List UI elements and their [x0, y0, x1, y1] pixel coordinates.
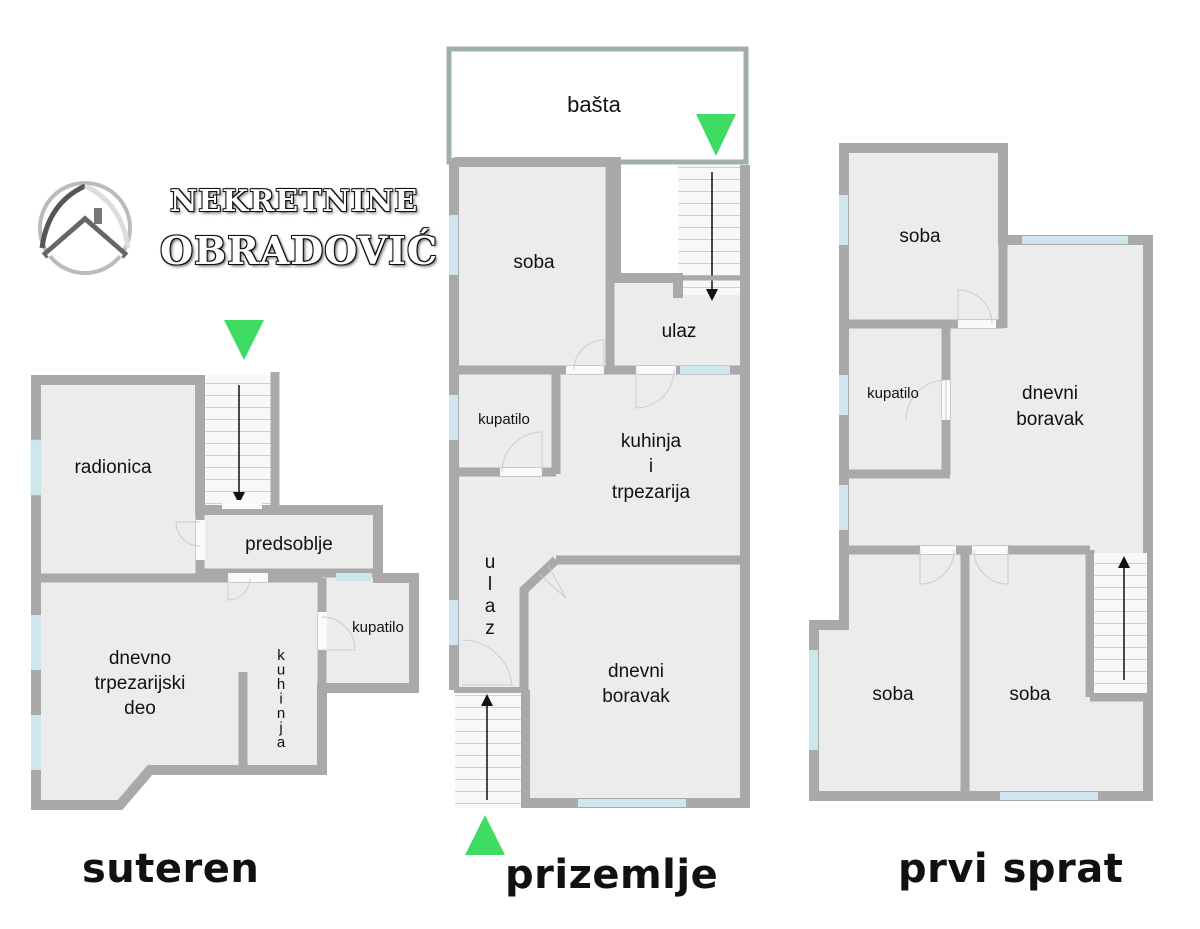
window-icon [839, 375, 848, 415]
room-label-soba: soba [513, 252, 555, 273]
entrance-arrow-icon [465, 815, 505, 855]
door-swing-icon [175, 521, 201, 547]
room-label-kupatilo: kupatilo [352, 619, 404, 636]
room-label-radionica: radionica [74, 457, 152, 478]
room-label-boravak: boravak [602, 686, 670, 707]
entrance-arrow-icon [696, 114, 736, 156]
window-icon [1000, 792, 1098, 800]
room-label-ulaz: ulaz [662, 321, 697, 342]
logo-line2: OBRADOVIĆ [160, 228, 439, 273]
room-label-soba-left: soba [872, 684, 914, 705]
room-label-soba-top: soba [899, 226, 941, 247]
stairs-icon [1094, 553, 1147, 693]
window-icon [809, 650, 818, 750]
window-icon [336, 573, 372, 581]
room-label-dnevni: dnevni [608, 661, 664, 682]
door-swing-icon [919, 549, 955, 585]
window-icon [449, 600, 458, 645]
room-label-kuhinja: kuhinja [621, 431, 682, 452]
room-label-soba-right: soba [1009, 684, 1051, 705]
room-label-deo: deo [124, 698, 156, 719]
window-icon [578, 799, 686, 807]
floor-label-prvi-sprat: prvi sprat [898, 846, 1124, 892]
door-swing-icon [501, 431, 543, 473]
window-icon [449, 395, 458, 440]
door-swing-icon [321, 616, 356, 651]
prizemlje-plan: bašta soba ulaz kupatilo kuhinja i trpez… [446, 46, 750, 808]
door-swing-icon [635, 369, 675, 409]
window-icon [839, 485, 848, 530]
room-label-dnevni: dnevni [1022, 383, 1078, 404]
garden-area [446, 46, 749, 165]
door-swing-icon [461, 639, 513, 686]
door-swing-icon [905, 379, 947, 421]
room-label-trpezarija: trpezarija [612, 482, 691, 503]
room-label-basta: bašta [567, 92, 622, 117]
logo-line1: NEKRETNINE [170, 184, 419, 219]
room-label-i: i [649, 456, 653, 477]
window-icon [449, 215, 458, 275]
stairs-icon [455, 693, 521, 808]
floor-label-suteren: suteren [82, 846, 260, 892]
room-label-boravak: boravak [1016, 409, 1084, 430]
door-swing-icon [539, 564, 567, 599]
window-icon [31, 715, 41, 770]
stairs-icon [205, 375, 275, 505]
room-label-kupatilo: kupatilo [867, 385, 919, 402]
door-swing-icon [957, 289, 993, 325]
prvi-sprat-plan: soba kupatilo dnevni boravak soba soba [809, 143, 1153, 801]
window-icon [1022, 236, 1128, 244]
house-roof-emblem-icon [38, 181, 132, 275]
room-label-dnevno: dnevno [109, 648, 171, 669]
room-label-kupatilo: kupatilo [478, 411, 530, 428]
window-icon [31, 615, 41, 670]
window-icon [30, 439, 42, 496]
door-swing-icon [973, 549, 1009, 585]
window-icon [680, 366, 730, 374]
window-icon [839, 195, 848, 245]
room-label-predsoblje: predsoblje [245, 534, 333, 555]
door-swing-icon [573, 339, 605, 371]
door-swing-icon [227, 577, 251, 601]
entrance-arrow-icon [224, 320, 264, 360]
room-label-trpezarijski: trpezarijski [95, 673, 186, 694]
floor-label-prizemlje: prizemlje [505, 852, 719, 898]
suteren-plan: radionica predsoblje kupatilo dnevno trp… [30, 372, 419, 810]
